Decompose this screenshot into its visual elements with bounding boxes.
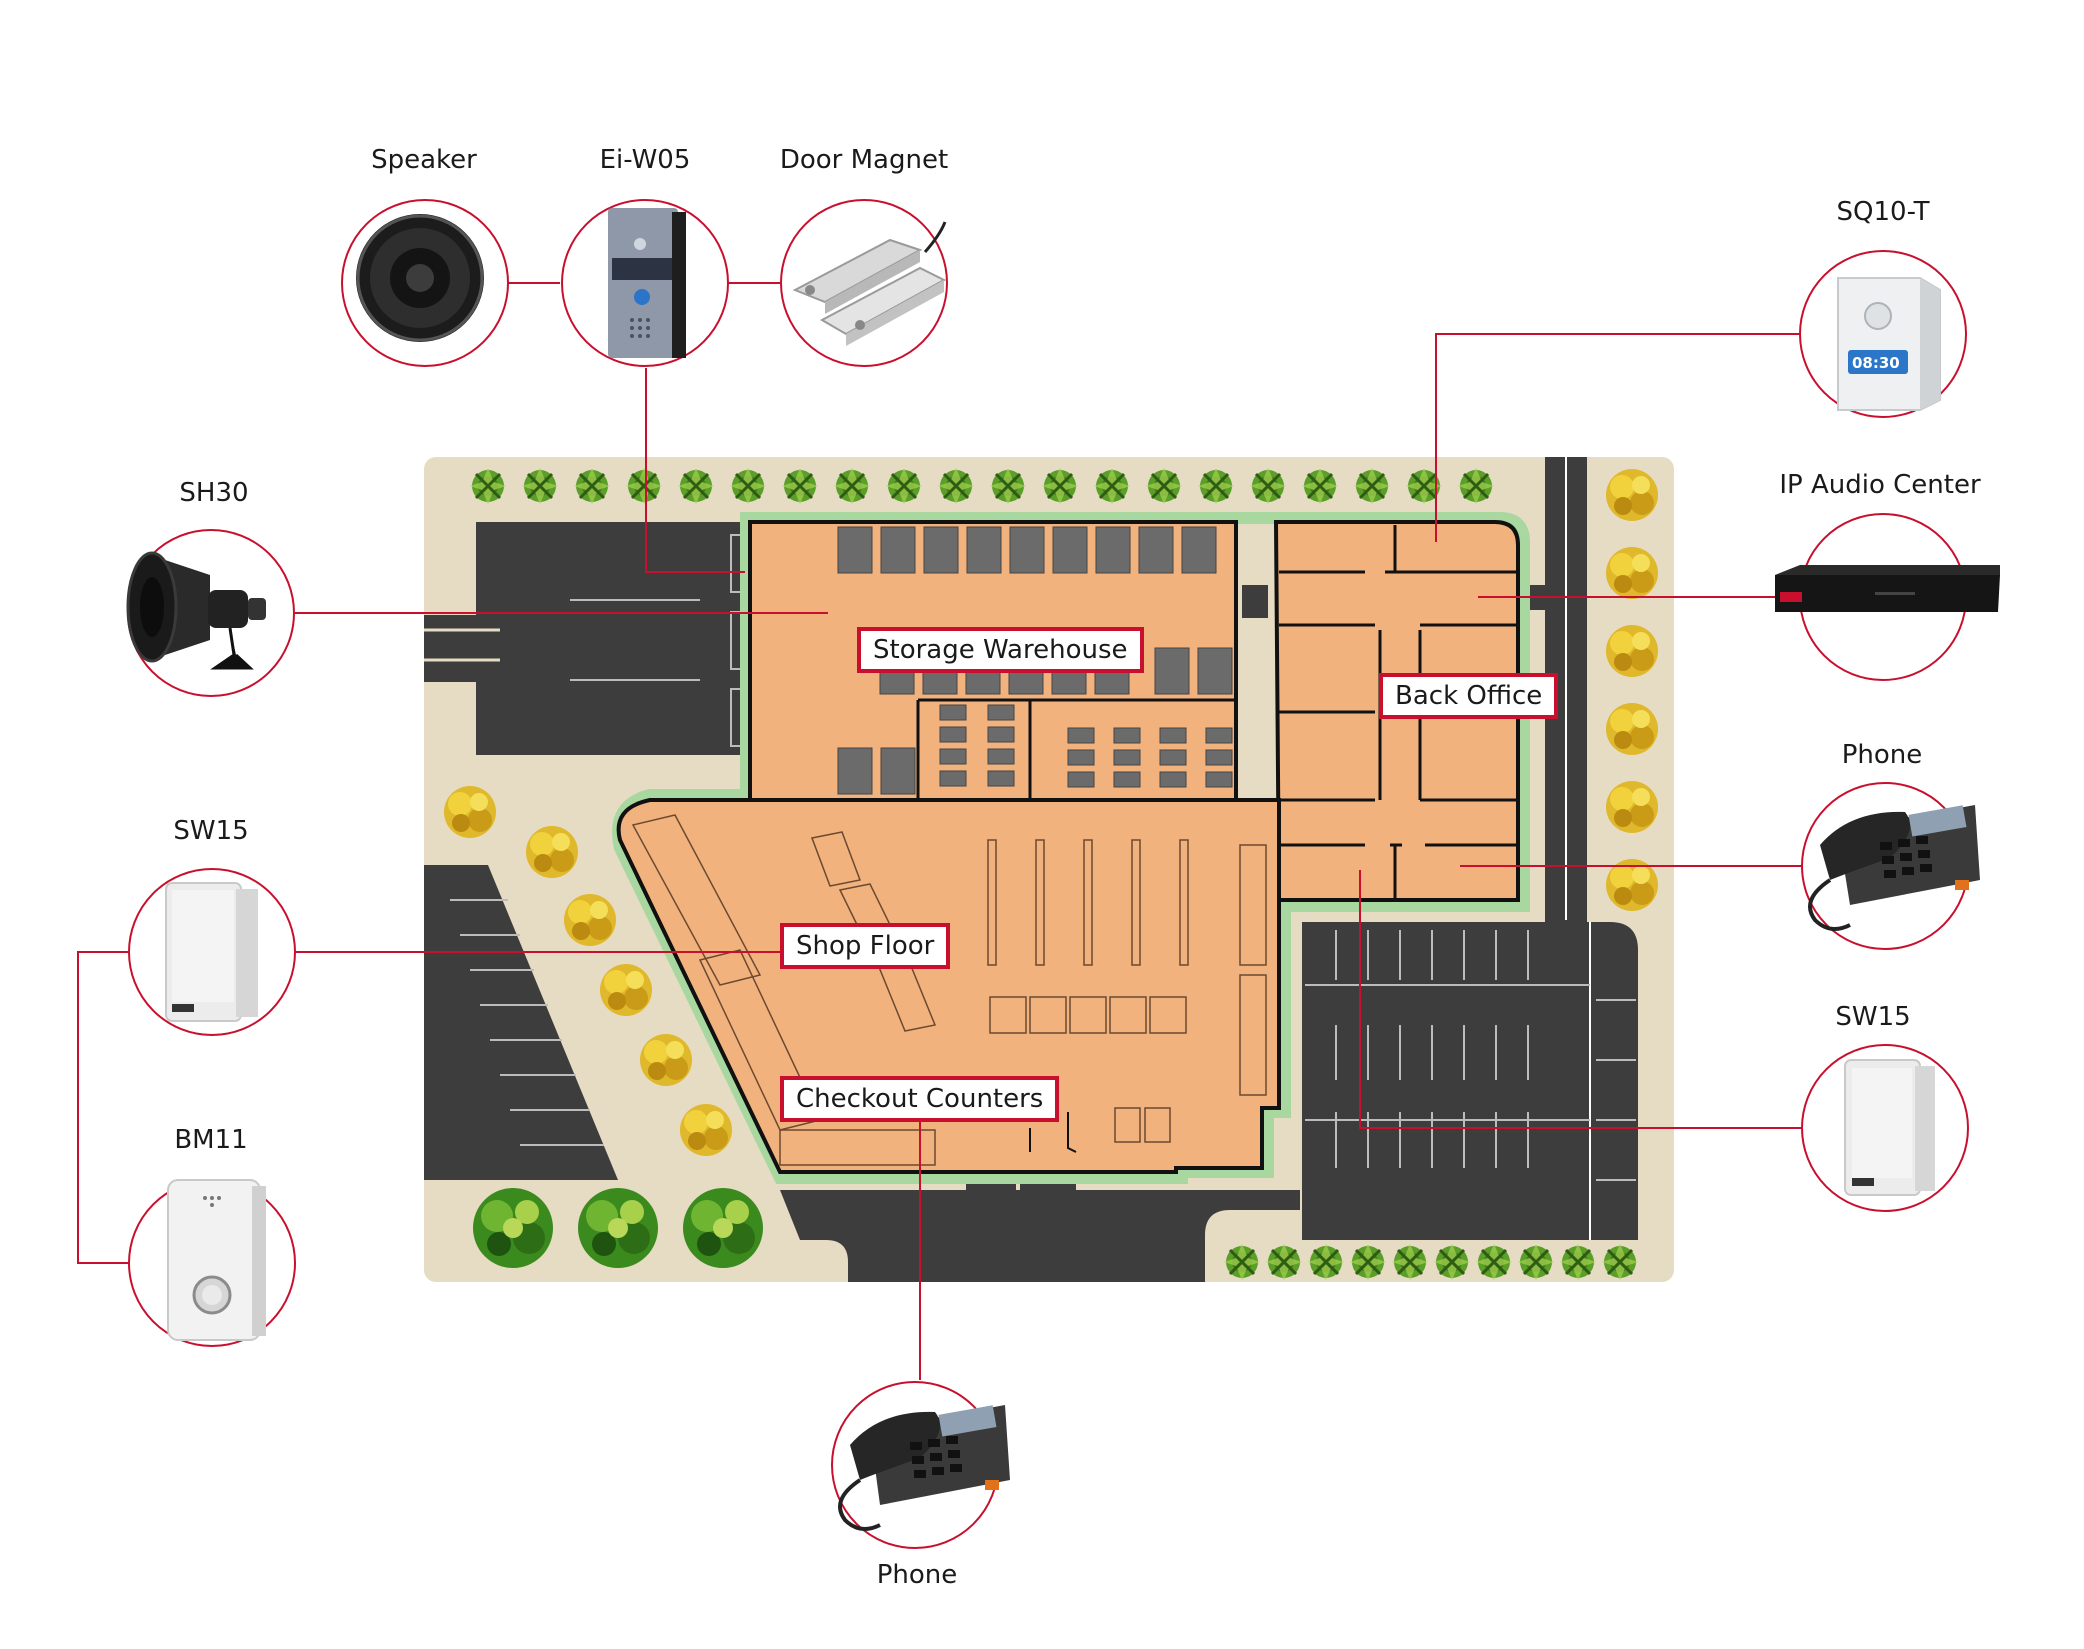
parking-bottom-right bbox=[1302, 922, 1638, 1240]
road-bottom bbox=[780, 1190, 1300, 1282]
desk-phone-bottom-icon bbox=[838, 1405, 1010, 1531]
storage-warehouse-label: Storage Warehouse bbox=[857, 627, 1144, 673]
bm11-label: BM11 bbox=[174, 1125, 248, 1155]
door-magnet-label: Door Magnet bbox=[779, 145, 949, 175]
parking-left bbox=[424, 865, 618, 1180]
sw15-left-label: SW15 bbox=[173, 816, 249, 846]
wall-speaker-left-icon bbox=[165, 882, 258, 1022]
road-entrance bbox=[424, 615, 544, 682]
building-halo bbox=[612, 512, 1530, 1184]
svg-text:08:30: 08:30 bbox=[1852, 354, 1900, 372]
horn-speaker-icon bbox=[126, 551, 266, 670]
call-station-icon bbox=[167, 1179, 266, 1341]
sq10t-icon: 08:30 bbox=[1837, 277, 1941, 411]
phone-right-label: Phone bbox=[1841, 740, 1923, 770]
speaker-icon bbox=[356, 214, 484, 342]
ei-w05-label: Ei-W05 bbox=[599, 145, 691, 175]
desk-phone-right-icon bbox=[1808, 805, 1980, 931]
speaker-label: Speaker bbox=[371, 145, 477, 175]
big-tree-row bbox=[473, 1188, 763, 1268]
ip-audio-center-icon bbox=[1775, 565, 2000, 612]
door-magnet-icon bbox=[792, 221, 947, 346]
sh30-label: SH30 bbox=[179, 478, 249, 508]
ip-audio-center-label: IP Audio Center bbox=[1779, 470, 1981, 500]
checkout-counters-label: Checkout Counters bbox=[780, 1076, 1060, 1122]
wall-speaker-right-icon bbox=[1844, 1059, 1935, 1196]
shop-floor-label: Shop Floor bbox=[780, 923, 951, 969]
back-office-label: Back Office bbox=[1379, 673, 1559, 719]
intercom-icon bbox=[608, 208, 686, 358]
phone-bottom-label: Phone bbox=[876, 1560, 958, 1590]
connector-lines bbox=[77, 282, 1802, 1380]
sw15-right-label: SW15 bbox=[1835, 1002, 1911, 1032]
sq10t-label: SQ10-T bbox=[1836, 197, 1930, 227]
